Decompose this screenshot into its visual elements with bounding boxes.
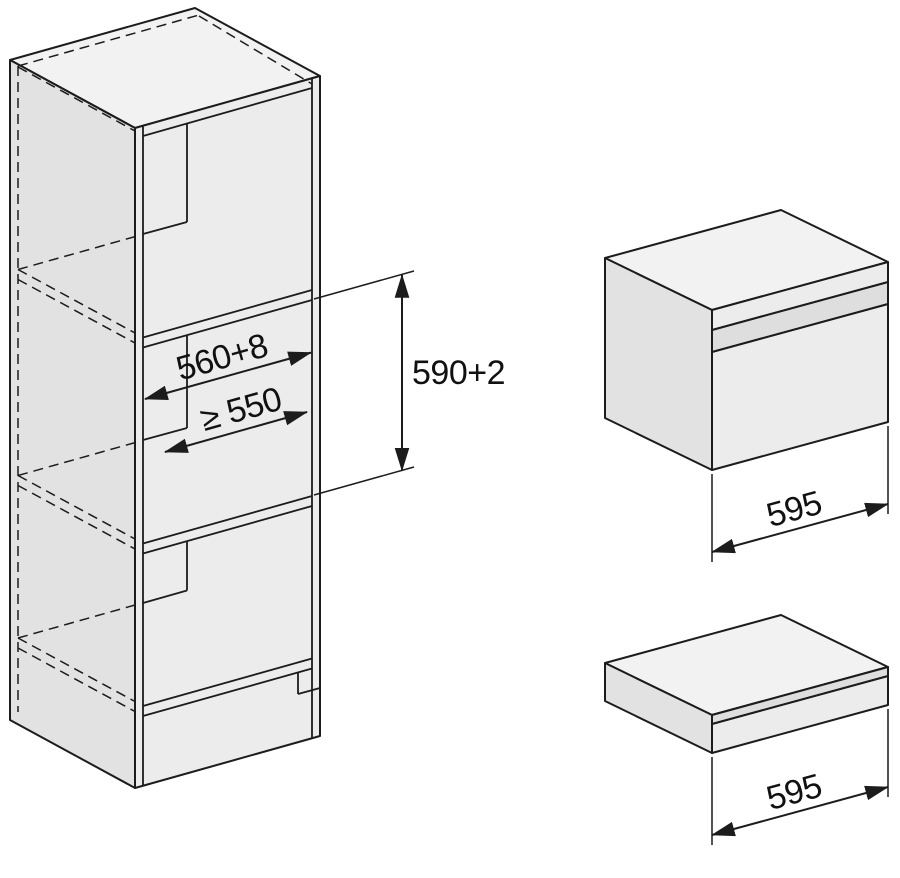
niche-width-arrow — [143, 351, 313, 400]
drawer-front-gap-line — [711, 675, 889, 725]
niche-height-ext-bottom — [313, 466, 415, 496]
drawer-width-arrow — [710, 785, 890, 837]
drawer-width-label: 595 — [762, 767, 825, 818]
shelf2-bottom-edge — [142, 505, 313, 555]
hidden-shelf2-top — [17, 474, 136, 540]
hidden-shelf1-bottom — [17, 278, 136, 344]
niche-height-label: 590+2 — [412, 354, 505, 392]
hidden-top-left-inner — [17, 66, 136, 132]
bottom-panel-bottom-edge — [142, 667, 313, 717]
shelf2-top-edge — [142, 495, 313, 545]
oven-panel-edge-top — [711, 281, 889, 331]
tall-unit-shelves — [142, 78, 321, 786]
plinth-step-edge — [297, 687, 321, 695]
hidden-shelf1-top — [17, 268, 136, 334]
tall-unit: 560+8 ≥ 550 590+2 — [9, 7, 506, 789]
hidden-shelf1-back — [17, 235, 136, 271]
oven-panel-edge-bottom — [711, 303, 889, 353]
hidden-bottom-back — [17, 604, 136, 639]
tall-unit-hidden-edges — [17, 14, 313, 713]
bottom-panel-top-edge — [142, 657, 313, 707]
hidden-shelf2-back — [17, 441, 136, 477]
hidden-bottom-bottom — [17, 647, 136, 713]
hidden-top-right-inner — [198, 15, 313, 85]
top-compartment-back-edge — [142, 221, 188, 235]
hidden-bottom-top — [17, 637, 136, 703]
tall-unit-side-panel — [9, 59, 136, 789]
top-panel-bottom-edge — [142, 87, 313, 137]
niche-height-ext-top — [313, 270, 415, 300]
oven: 595 — [604, 209, 890, 562]
niche-depth-arrow — [163, 411, 309, 453]
shelf1-top-edge — [142, 289, 313, 339]
shelf1-bottom-edge — [142, 299, 313, 349]
hidden-shelf2-bottom — [17, 484, 136, 550]
bottom-compartment-back-edge — [142, 589, 188, 604]
oven-width-arrow — [710, 502, 890, 554]
warming-drawer: 595 — [604, 614, 890, 845]
oven-width-label: 595 — [762, 484, 825, 535]
